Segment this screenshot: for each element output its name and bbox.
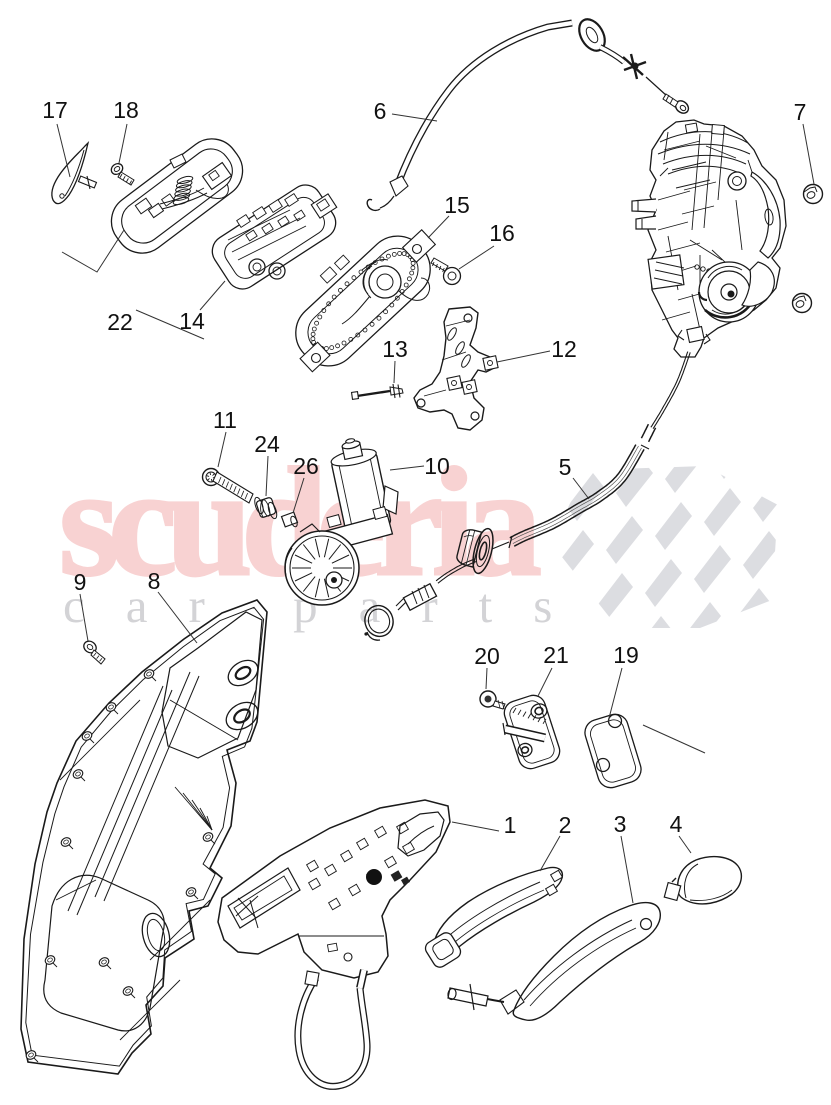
svg-text:scuderia: scuderia — [59, 436, 540, 608]
svg-text:12: 12 — [551, 336, 577, 362]
svg-text:2: 2 — [559, 812, 572, 838]
svg-text:15: 15 — [444, 192, 470, 218]
svg-text:14: 14 — [179, 308, 205, 334]
svg-text:10: 10 — [424, 453, 450, 479]
svg-text:21: 21 — [543, 642, 569, 668]
svg-text:4: 4 — [670, 811, 683, 837]
svg-text:16: 16 — [489, 220, 515, 246]
svg-text:3: 3 — [614, 811, 627, 837]
svg-text:5: 5 — [559, 454, 572, 480]
svg-text:7: 7 — [794, 99, 807, 125]
svg-text:11: 11 — [213, 407, 237, 433]
svg-text:20: 20 — [474, 643, 500, 669]
svg-text:26: 26 — [293, 453, 319, 479]
svg-text:9: 9 — [74, 569, 87, 595]
svg-text:17: 17 — [42, 97, 68, 123]
svg-text:6: 6 — [374, 98, 387, 124]
svg-text:24: 24 — [254, 431, 280, 457]
svg-text:1: 1 — [504, 812, 517, 838]
svg-text:13: 13 — [382, 336, 408, 362]
svg-text:19: 19 — [613, 642, 639, 668]
svg-text:18: 18 — [113, 97, 139, 123]
svg-text:8: 8 — [148, 568, 161, 594]
svg-text:22: 22 — [107, 309, 133, 335]
